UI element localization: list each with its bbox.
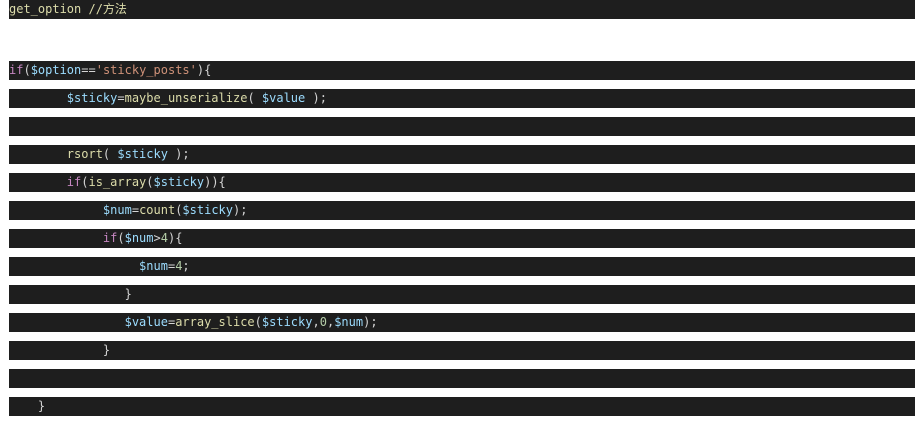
code-token: $sticky	[182, 203, 233, 217]
code-token: (	[175, 203, 183, 217]
code-token: rsort	[66, 147, 103, 161]
code-token: $sticky	[117, 147, 168, 161]
code-indent	[9, 175, 67, 189]
code-header-line: get_option //方法	[9, 0, 915, 19]
code-token: $sticky	[153, 175, 205, 189]
code-token: (	[117, 231, 125, 245]
code-line: }	[9, 397, 915, 416]
code-line	[9, 369, 915, 388]
code-token: >	[153, 231, 161, 245]
code-line: $num=count($sticky);	[9, 201, 915, 220]
code-token: ){	[196, 63, 212, 77]
code-token: =	[167, 259, 176, 273]
code-token: );	[167, 147, 190, 161]
code-token: count	[139, 203, 176, 217]
code-indent	[9, 259, 139, 273]
code-token: is_array	[88, 175, 147, 189]
code-line: $value=array_slice($sticky,0,$num);	[9, 313, 915, 332]
code-token: 0	[319, 315, 327, 329]
code-token: maybe_unserialize	[124, 91, 248, 105]
code-token: (	[146, 175, 154, 189]
code-header-text: get_option //方法	[9, 2, 127, 16]
code-token: }	[124, 287, 132, 301]
code-token: );	[305, 91, 327, 105]
code-token: (	[254, 315, 262, 329]
code-indent	[9, 231, 103, 245]
code-token: $num	[102, 203, 132, 217]
code-token: )){	[204, 175, 226, 189]
code-token: $num	[334, 315, 364, 329]
code-token: array_slice	[175, 315, 255, 329]
code-line: }	[9, 341, 915, 360]
code-indent	[9, 315, 125, 329]
code-token: =	[131, 203, 140, 217]
code-token: $sticky	[66, 91, 118, 105]
code-token: $value	[124, 315, 168, 329]
code-token: 4	[160, 231, 168, 245]
code-line: if(is_array($sticky)){	[9, 173, 915, 192]
code-token: =	[167, 315, 176, 329]
code-line: rsort( $sticky );	[9, 145, 915, 164]
code-token: $value	[261, 91, 306, 105]
code-token: ,	[312, 315, 320, 329]
code-token: (	[81, 175, 89, 189]
code-indent	[9, 91, 67, 105]
code-line	[9, 117, 915, 136]
code-token: );	[233, 203, 248, 217]
code-token: if	[102, 231, 118, 245]
code-token: (	[102, 147, 118, 161]
code-token: $num	[139, 259, 168, 273]
code-token: (	[23, 63, 31, 77]
code-indent	[9, 343, 103, 357]
code-token: $option	[30, 63, 82, 77]
code-token: ==	[81, 63, 96, 77]
code-token: if	[66, 175, 82, 189]
code-indent	[9, 399, 38, 413]
code-token: );	[363, 315, 378, 329]
code-token: $num	[124, 231, 154, 245]
code-token: (	[247, 91, 262, 105]
code-token: }	[37, 399, 46, 413]
code-line: $num=4;	[9, 257, 915, 276]
code-indent	[9, 203, 103, 217]
code-token: }	[102, 343, 111, 357]
code-token: ,	[326, 315, 335, 329]
code-token: if	[9, 63, 24, 77]
code-token: ;	[182, 259, 190, 273]
code-line: if($num>4){	[9, 229, 915, 248]
code-token: =	[117, 91, 125, 105]
code-line: $sticky=maybe_unserialize( $value );	[9, 89, 915, 108]
code-indent	[9, 287, 125, 301]
code-token: $sticky	[261, 315, 313, 329]
code-token: 4	[175, 259, 183, 273]
code-token: 'sticky_posts'	[95, 63, 197, 77]
code-line: if($option=='sticky_posts'){	[9, 61, 915, 80]
code-line: }	[9, 285, 915, 304]
code-indent	[9, 147, 67, 161]
code-token: ){	[167, 231, 183, 245]
